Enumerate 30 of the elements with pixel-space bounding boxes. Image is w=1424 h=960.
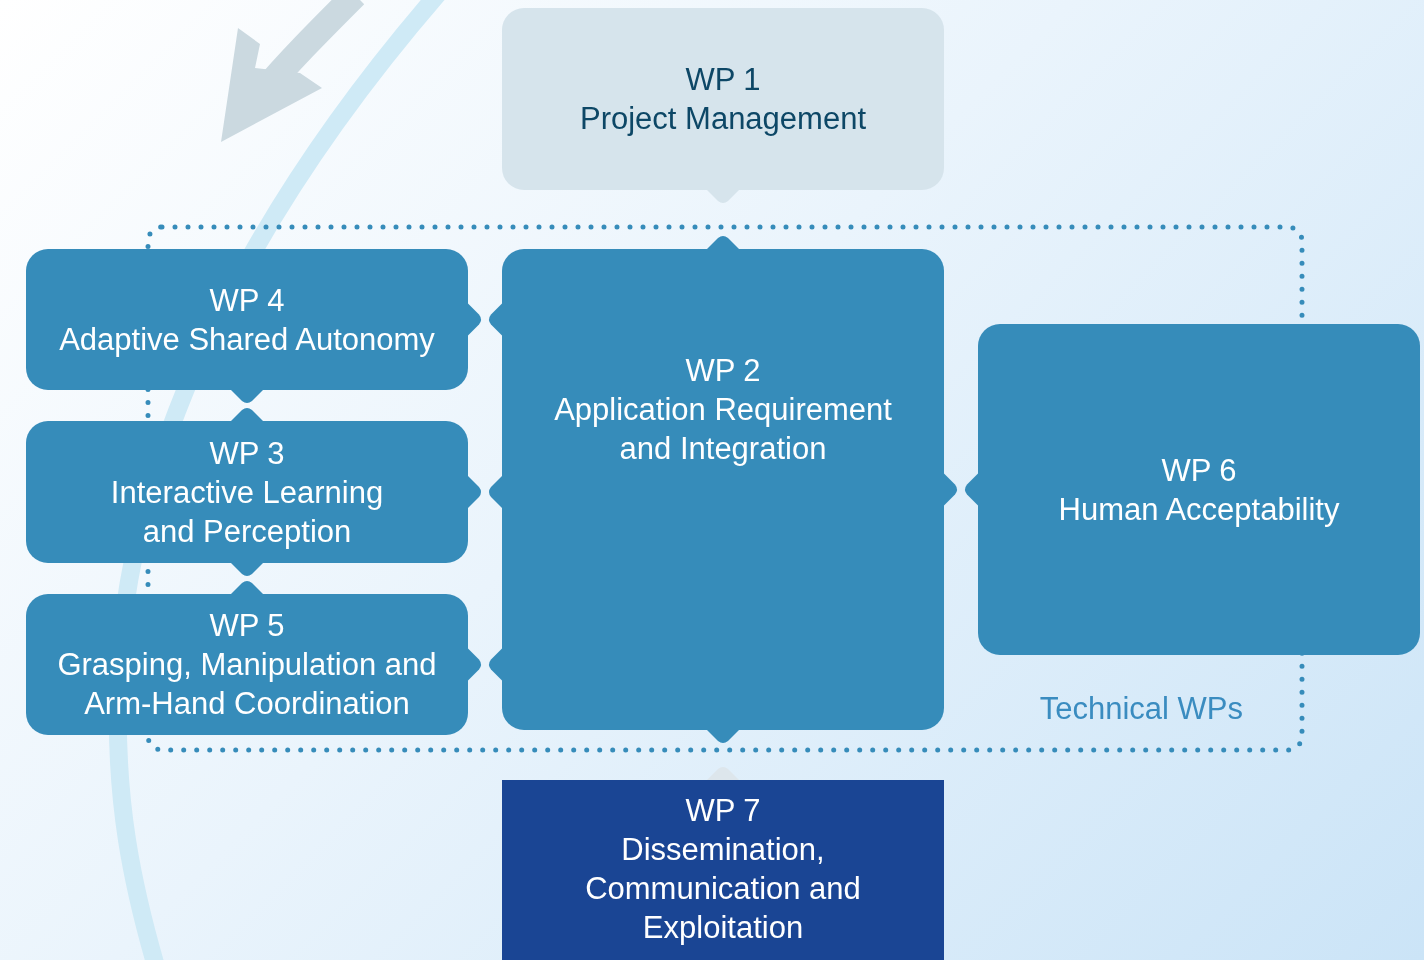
connector-tabs [467, 302, 503, 337]
package-title: Grasping, Manipulation and Arm-Hand Coordination [56, 646, 438, 723]
work-package-box [502, 249, 944, 730]
package-title: Application Requirement and Integration [553, 391, 893, 468]
connector-tabs [706, 729, 740, 781]
package-number: WP 1 [685, 61, 761, 99]
package-number: WP 5 [209, 607, 285, 645]
work-package-box [978, 324, 1420, 655]
connector-tabs [943, 472, 979, 507]
connector-tabs [467, 647, 503, 682]
group-label: Technical WPs [1039, 691, 1243, 727]
work-package-box [502, 780, 944, 960]
package-number: WP 2 [685, 352, 761, 390]
package-title: Interactive Learning and Perception [109, 473, 385, 551]
work-package-box [26, 249, 468, 390]
package-number: WP 6 [1161, 451, 1237, 490]
work-package-box [26, 421, 468, 563]
package-title: Dissemination, Communication and Exploitation [584, 831, 862, 947]
package-title: Project Management [579, 100, 866, 138]
package-title: Adaptive Shared Autonomy [59, 320, 435, 359]
connector-tabs [230, 562, 264, 595]
package-number: WP 7 [685, 792, 761, 830]
package-number: WP 4 [209, 281, 285, 320]
work-package-box [502, 8, 944, 190]
connector-tabs [467, 475, 503, 509]
package-number: WP 3 [209, 434, 285, 473]
package-title: Human Acceptability [1058, 490, 1340, 529]
work-package-box [26, 594, 468, 735]
connector-tabs [230, 389, 264, 422]
connector-tabs [706, 189, 740, 250]
